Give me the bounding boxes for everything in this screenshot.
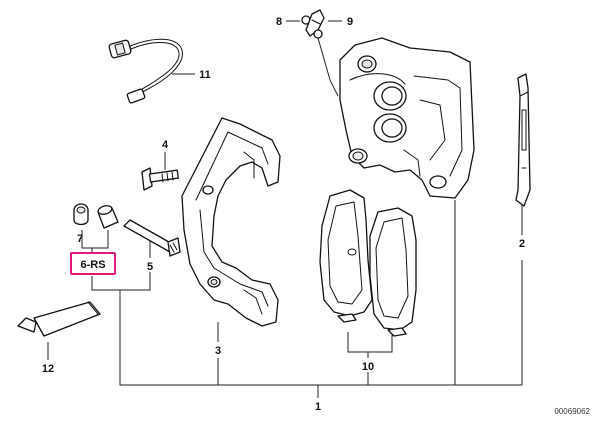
leader-vent [317, 37, 339, 97]
callout-12: 12 [42, 363, 54, 375]
callout-11: 11 [199, 69, 211, 81]
caliper-carrier [181, 117, 281, 327]
caliper-bolt [141, 167, 179, 191]
callout-6-highlight-box [70, 252, 116, 275]
leader-10 [347, 332, 393, 353]
callout-5: 5 [147, 261, 153, 273]
wear-sensor-cable [108, 38, 183, 104]
callout-2: 2 [519, 238, 525, 250]
reference-code: 00069062 [554, 407, 590, 416]
callout-8: 8 [276, 16, 282, 28]
leader-7 [81, 230, 109, 249]
callout-3: 3 [215, 345, 221, 357]
callout-labels: 1 2 3 4 5 6-RS 7 8 9 10 11 12 [42, 16, 525, 413]
callout-10: 10 [362, 361, 374, 373]
callout-7: 7 [77, 233, 83, 245]
callout-6: 6-RS [80, 259, 105, 271]
leader-lines [47, 20, 523, 398]
callout-9: 9 [347, 16, 353, 28]
brake-caliper-housing [339, 37, 475, 199]
leader-6-5 [91, 272, 151, 291]
callout-4: 4 [162, 139, 169, 151]
brake-pads [319, 189, 417, 337]
grease-tube [17, 301, 101, 337]
guide-pin [123, 219, 181, 257]
bushes [73, 203, 119, 229]
callout-1: 1 [315, 401, 321, 413]
leader-bracket-1 [119, 260, 523, 386]
anti-rattle-spring [515, 73, 531, 207]
bleed-screw-and-cap [301, 9, 325, 39]
